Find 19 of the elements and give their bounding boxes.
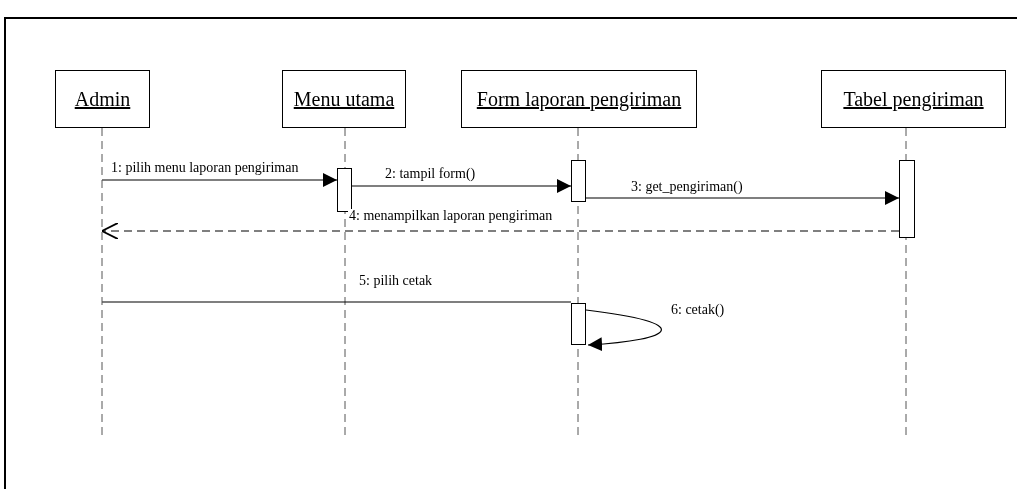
message-arrow <box>351 179 572 193</box>
activation-bar <box>571 160 586 202</box>
message-arrow <box>585 309 662 351</box>
object-name: Admin <box>74 89 131 109</box>
activation-bar <box>571 303 586 345</box>
message-label: 2: tampil form() <box>384 167 477 181</box>
message-label: 5: pilih cetak <box>358 274 434 288</box>
object-name: Menu utama <box>293 89 395 109</box>
activation-bar <box>337 168 352 212</box>
message-label: 6: cetak() <box>670 303 726 317</box>
message-arrow <box>101 173 338 187</box>
message-label: 4: menampilkan laporan pengiriman <box>348 209 554 223</box>
message-label: 3: get_pengiriman() <box>630 180 744 194</box>
object-name: Tabel pengiriman <box>843 89 984 109</box>
object-name: Form laporan pengiriman <box>476 89 682 109</box>
activation-bar <box>899 160 915 238</box>
message-label: 1: pilih menu laporan pengiriman <box>110 161 300 175</box>
return-message-arrow <box>101 222 900 240</box>
message-arrow <box>585 191 900 205</box>
